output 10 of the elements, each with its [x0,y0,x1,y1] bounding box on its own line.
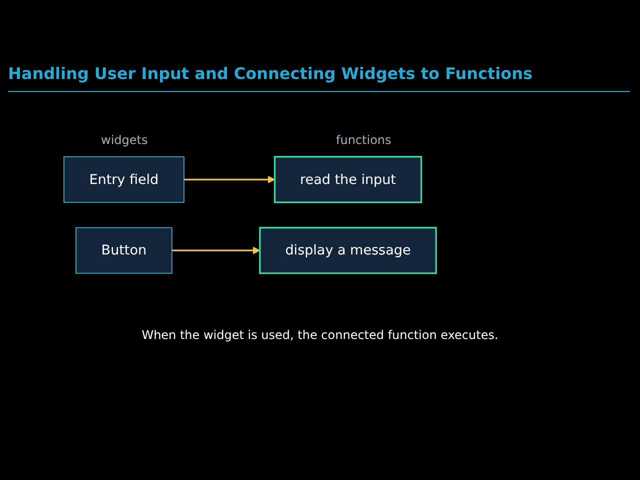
diagram-title: Handling User Input and Connecting Widgets to Functions [8,64,533,83]
arrow [172,246,260,254]
node-box: Entry field [63,156,184,203]
note-text: When the widget is used, the connected function executes. [140,328,500,342]
column-heading: widgets [101,133,148,147]
column-heading: functions [336,133,392,147]
node-box: Button [76,227,172,274]
arrow [184,176,276,184]
node-box: read the input [274,156,422,204]
node-box: display a message [259,226,437,274]
